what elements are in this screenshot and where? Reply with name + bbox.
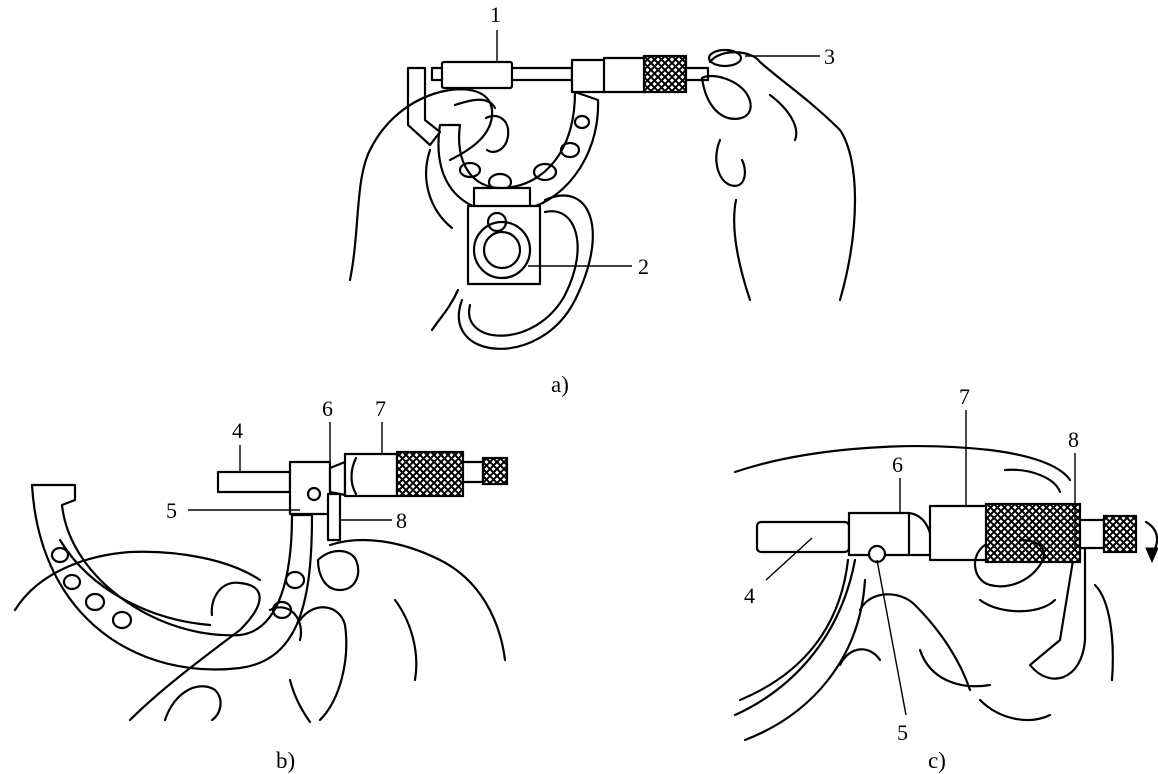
label-6-c: 6 [892,452,903,477]
thimble-knurl-c [984,502,1082,564]
panel-b: 4 5 6 7 8 b) [13,396,509,773]
label-5-c: 5 [897,720,908,745]
leader-4-c [765,537,813,581]
thimble-knurl-b [395,450,465,498]
label-1-a: 1 [490,2,501,27]
label-5-b: 5 [166,498,177,523]
micrometer-frame-a [406,66,600,213]
hand-c [733,445,1114,722]
label-8-c: 8 [1068,427,1079,452]
micrometer-frame-c [733,546,1087,742]
label-7-c: 7 [959,384,970,409]
micrometer-spindle-c [755,502,1158,564]
ratchet-knurl-b [481,456,509,486]
label-4-b: 4 [232,418,243,443]
label-6-b: 6 [322,396,333,421]
left-hand-b [13,550,303,722]
micrometer-spindle-a [430,54,710,94]
label-3-a: 3 [824,44,835,69]
caption-b: b) [276,748,295,773]
right-hand-a [700,48,857,302]
micrometer-stand-a [458,186,594,350]
label-7-b: 7 [375,396,386,421]
micrometer-spindle-b [216,450,509,542]
leader-5-c [876,559,907,716]
panel-c: 4 5 6 7 8 c) [733,384,1158,773]
caption-a: a) [551,372,569,397]
left-hand-a [348,88,510,332]
ratchet-knurl-c [1102,514,1138,554]
panel-a: 1 2 3 a) [348,2,857,397]
label-2-a: 2 [638,254,649,279]
right-hand-b [288,538,507,724]
label-8-b: 8 [396,508,407,533]
label-4-c: 4 [744,583,755,608]
caption-c: c) [928,748,946,773]
thimble-knurl-a [642,54,688,94]
